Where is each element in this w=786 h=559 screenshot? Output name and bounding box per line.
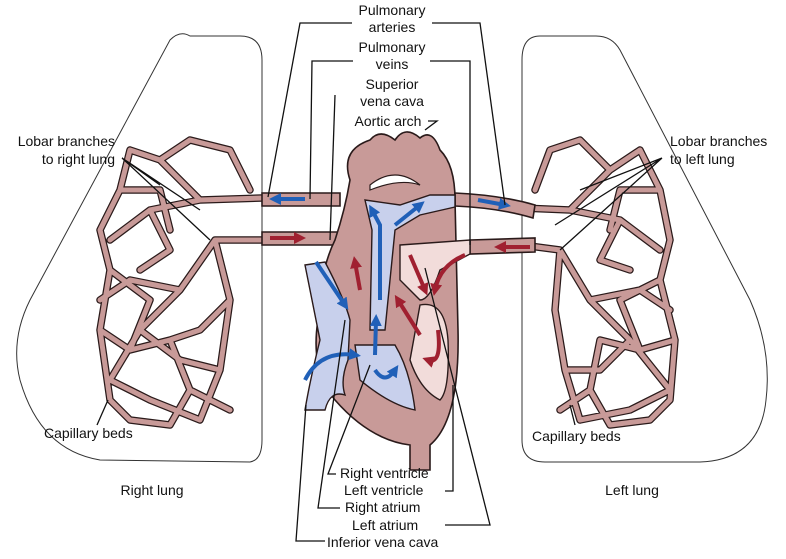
label-left-lung: Left lung	[605, 482, 659, 498]
label-left-atrium: Left atrium	[352, 517, 418, 533]
left-pulmonary-artery	[454, 192, 536, 220]
label-lobar-right-2: to right lung	[42, 151, 115, 167]
label-pulmonary-veins-1: Pulmonary	[359, 39, 426, 55]
label-pulmonary-veins-2: veins	[376, 56, 409, 72]
label-left-ventricle: Left ventricle	[344, 482, 424, 498]
label-pulmonary-arteries-2: arteries	[369, 19, 416, 35]
right-lung-capillary-beds	[96, 136, 266, 429]
oxygenated-flow-arrows	[270, 232, 530, 368]
label-lobar-left-2: to left lung	[670, 151, 735, 167]
label-inferior-vena-cava: Inferior vena cava	[327, 534, 438, 550]
label-right-ventricle: Right ventricle	[340, 465, 429, 481]
label-superior-vena-cava-2: vena cava	[360, 93, 424, 109]
pulmonary-trunk	[364, 194, 456, 331]
label-right-atrium: Right atrium	[345, 499, 420, 515]
label-pulmonary-arteries-1: Pulmonary	[359, 2, 426, 18]
label-right-lung: Right lung	[120, 482, 183, 498]
label-superior-vena-cava-1: Superior	[366, 76, 419, 92]
label-lobar-right-1: Lobar branches	[18, 133, 115, 149]
left-lung-capillary-beds	[518, 136, 679, 429]
left-ventricle	[409, 303, 450, 401]
deoxygenated-flow-arrows	[269, 193, 511, 381]
leader-lines	[96, 22, 663, 542]
label-aortic-arch: Aortic arch	[355, 113, 422, 129]
label-capillary-beds-right: Capillary beds	[44, 425, 133, 441]
heart	[304, 131, 471, 471]
labels: Pulmonary arteries Pulmonary veins Super…	[18, 2, 768, 550]
label-lobar-left-1: Lobar branches	[670, 133, 767, 149]
label-capillary-beds-left: Capillary beds	[532, 428, 621, 444]
